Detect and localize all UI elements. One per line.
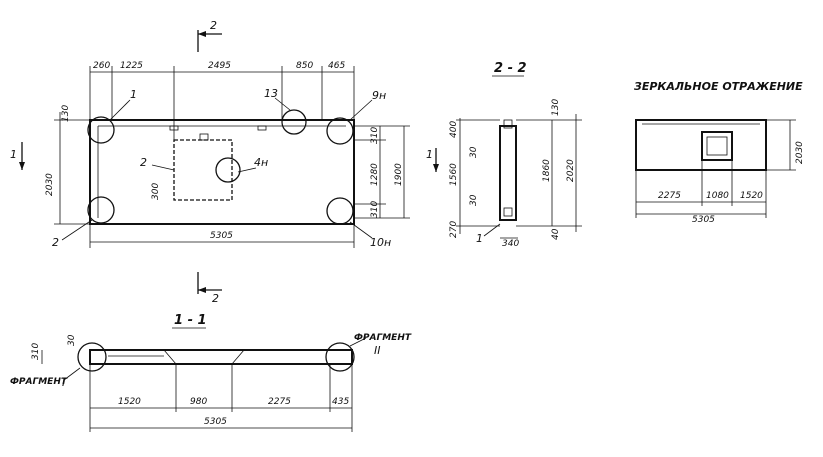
fragment-circle-left — [77, 342, 107, 372]
mirror-window-opening — [701, 131, 733, 161]
detail-circle — [87, 196, 115, 224]
leader-line — [63, 367, 81, 381]
dim-text: 130 — [551, 99, 561, 116]
dim-text: 1080 — [706, 191, 729, 201]
dim-text: 1280 — [370, 163, 380, 186]
callout-label: 10н — [370, 236, 391, 249]
dim-text: 310 — [31, 343, 41, 360]
leader-line — [151, 164, 175, 171]
dim-text: 980 — [190, 397, 207, 407]
detail-circle — [87, 116, 115, 144]
detail-circle — [215, 157, 241, 183]
callout-label: 1 — [476, 232, 483, 245]
detail-circle — [281, 109, 307, 135]
panel-outline — [89, 119, 355, 225]
callout-label: 4н — [254, 156, 268, 169]
leader-line — [483, 223, 501, 237]
mirror-view: ЗЕРКАЛЬНОЕ ОТРАЖЕНИЕ 2030 2275 1080 1520… — [634, 80, 805, 225]
arrow-head-icon — [198, 287, 206, 293]
fragment-circle-right — [325, 342, 355, 372]
dim-text: 300 — [151, 183, 161, 200]
dim-text: 2030 — [45, 173, 55, 196]
callout-label: 9н — [372, 89, 386, 102]
section-marker-bottom: 2 — [212, 292, 219, 305]
dim-text: 310 — [370, 127, 380, 144]
dim-text: 465 — [328, 61, 345, 71]
window-notch — [163, 349, 245, 365]
section-1-1-view: 1 - 1 310 30 ФРАГМЕНТ I ФРАГМЕНТ II 1520… — [10, 313, 412, 432]
section-1-1-title: 1 - 1 — [174, 313, 207, 328]
section-1-1-profile — [89, 349, 353, 365]
dim-text: 435 — [332, 397, 349, 407]
fragment-right-num: II — [374, 344, 381, 357]
mirror-panel-outline — [635, 119, 767, 171]
leader-line — [61, 219, 93, 241]
dim-text: 1225 — [120, 61, 143, 71]
leader-line — [109, 99, 131, 121]
plan-view: 2 1 1 2 2 13 4н 9н 10н — [10, 19, 410, 305]
callout-label: 13 — [264, 87, 278, 100]
embed-plate — [257, 125, 267, 131]
dim-text: 340 — [502, 239, 519, 249]
dim-text: 1520 — [740, 191, 763, 201]
dim-text: 130 — [61, 105, 71, 122]
dim-text: 260 — [93, 61, 110, 71]
dim-text: 310 — [370, 201, 380, 218]
arrow-head-icon — [433, 164, 439, 172]
dim-text: 2275 — [658, 191, 681, 201]
leader-line — [349, 99, 373, 121]
dim-text: 30 — [67, 334, 77, 346]
dim-text: 850 — [296, 61, 313, 71]
mirror-window-inner — [706, 136, 728, 156]
section-2-2-profile — [499, 125, 517, 221]
detail-circle — [326, 117, 354, 145]
embed-plate — [503, 207, 513, 217]
arrow-head-icon — [198, 31, 206, 37]
dim-text: 5305 — [204, 417, 227, 427]
fragment-left-num: I — [62, 376, 65, 389]
leader-line — [349, 221, 373, 239]
dim-text: 5305 — [210, 231, 233, 241]
leader-line — [274, 97, 291, 111]
dim-text: 40 — [551, 228, 561, 240]
dim-text: 2495 — [208, 61, 231, 71]
dim-text: 1520 — [118, 397, 141, 407]
detail-circle — [326, 197, 354, 225]
fragment-left-label: ФРАГМЕНТ — [10, 377, 68, 387]
section-marker: 1 — [426, 148, 433, 161]
dim-text: 1860 — [542, 159, 552, 182]
mirror-title: ЗЕРКАЛЬНОЕ ОТРАЖЕНИЕ — [634, 80, 803, 93]
window-opening — [173, 139, 233, 201]
dim-text: 400 — [449, 121, 459, 138]
lifting-loop — [503, 119, 513, 129]
dim-text: 2020 — [566, 159, 576, 182]
dim-text: 30 — [469, 146, 479, 158]
callout-label: 2 — [52, 236, 59, 249]
leader-line — [349, 337, 367, 347]
arrow-head-icon — [19, 162, 25, 170]
lifting-loop — [199, 133, 209, 141]
dim-text: 2030 — [795, 141, 805, 164]
section-marker-top: 2 — [210, 19, 217, 32]
section-marker-side: 1 — [10, 148, 17, 161]
dim-text: 30 — [469, 194, 479, 206]
section-2-2-view: 2 - 2 1 400 30 1560 30 270 130 1860 2020… — [426, 61, 582, 249]
section-2-2-title: 2 - 2 — [494, 61, 527, 76]
callout-label: 1 — [130, 88, 137, 101]
dim-text: 5305 — [692, 215, 715, 225]
dim-text: 2275 — [268, 397, 291, 407]
dim-text: 1900 — [394, 163, 404, 186]
leader-line — [237, 167, 257, 173]
callout-label: 2 — [140, 156, 147, 169]
dim-text: 270 — [449, 221, 459, 238]
fragment-right-label: ФРАГМЕНТ — [354, 333, 412, 343]
dim-text: 1560 — [449, 163, 459, 186]
